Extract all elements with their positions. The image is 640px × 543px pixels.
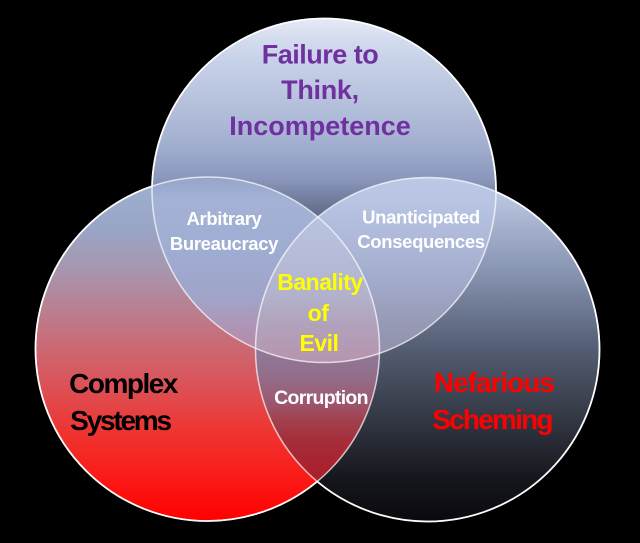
svg-text:Incompetence: Incompetence xyxy=(229,111,411,141)
svg-text:Unanticipated: Unanticipated xyxy=(362,207,480,228)
svg-text:Failure to: Failure to xyxy=(262,40,379,70)
svg-text:Systems: Systems xyxy=(70,405,171,436)
svg-text:of: of xyxy=(308,300,330,326)
svg-text:Complex: Complex xyxy=(69,368,179,399)
svg-text:Arbitrary: Arbitrary xyxy=(187,208,263,229)
svg-text:Corruption: Corruption xyxy=(274,387,368,409)
svg-text:Scheming: Scheming xyxy=(432,404,552,435)
svg-text:Banality: Banality xyxy=(277,269,363,295)
svg-text:Nefarious: Nefarious xyxy=(434,367,555,398)
svg-text:Consequences: Consequences xyxy=(357,231,484,252)
svg-text:Think,: Think, xyxy=(281,75,359,105)
svg-text:Evil: Evil xyxy=(300,330,339,356)
svg-text:Bureaucracy: Bureaucracy xyxy=(170,233,279,254)
